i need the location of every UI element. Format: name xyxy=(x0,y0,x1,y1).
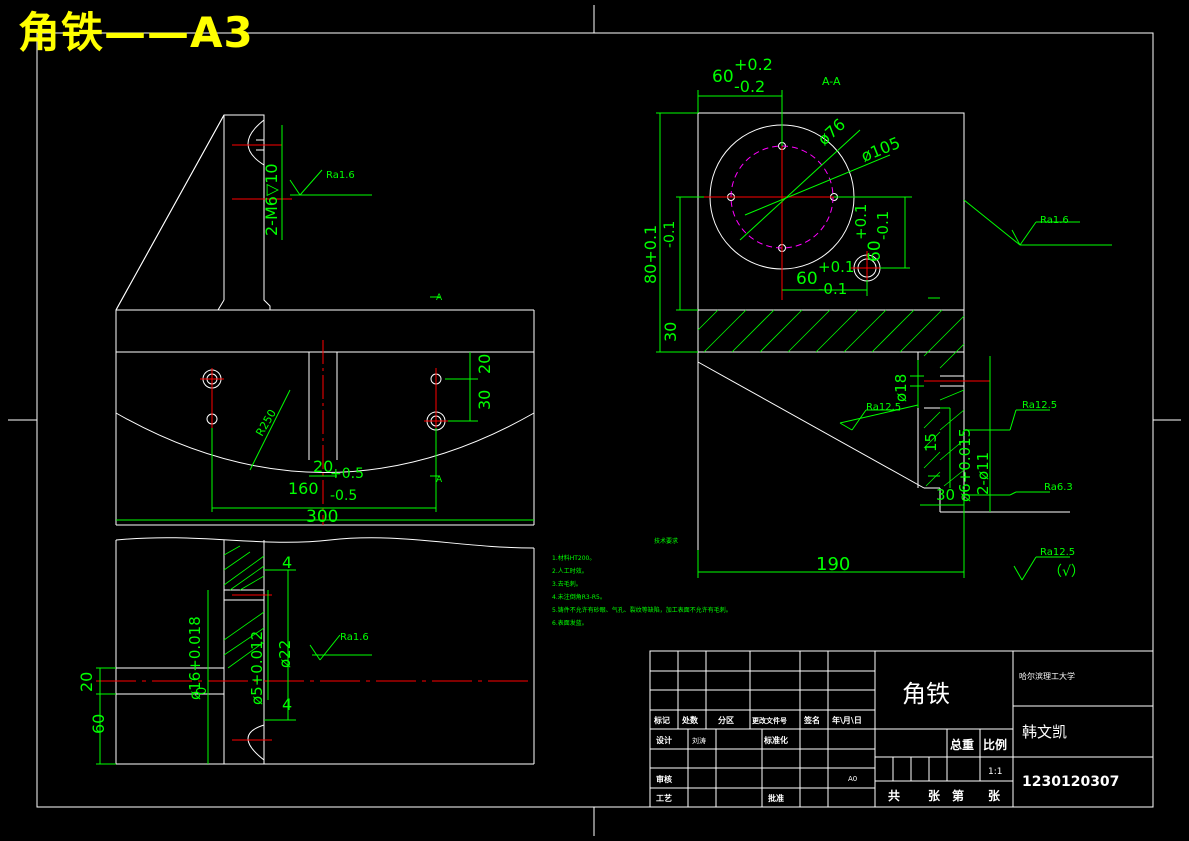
front-radius-label: R250 xyxy=(253,407,279,438)
section-dim-60: 60 xyxy=(712,67,734,87)
front-dim-20b: 20 xyxy=(313,457,333,476)
section-dim-80-low: -0.1 xyxy=(662,221,678,248)
school-name: 哈尔滨理工大学 xyxy=(1019,671,1075,681)
front-thread-label: 2-M6▽10 xyxy=(262,163,281,236)
section-dim-phi6: ø6+0.015 xyxy=(956,428,974,502)
bottom-dim-phi16: ø16+0.018 xyxy=(186,616,204,700)
section-view-hatch xyxy=(697,309,965,487)
standardize-label: 标准化 xyxy=(763,735,788,745)
front-view xyxy=(115,114,535,526)
sheets-unit-label: 张 xyxy=(928,788,941,803)
row-label: 分区 xyxy=(718,715,734,725)
scale-value: 1:1 xyxy=(988,767,1002,777)
section-dim-80: 80+0.1 xyxy=(641,225,660,284)
section-dim-60c: 60 xyxy=(865,240,885,262)
section-dim-phi18: ø18 xyxy=(892,374,910,402)
section-ra125b: Ra12.5 xyxy=(1022,400,1057,411)
total-weight-label: 总重 xyxy=(950,737,974,752)
bottom-dim-phi5: ø5+0.012 xyxy=(248,631,266,705)
section-marker-bottom: A xyxy=(436,475,443,485)
bottom-dim-phi22: ø22 xyxy=(276,640,294,668)
front-dim-160-tol: +0.5 xyxy=(330,466,364,482)
bottom-view-dimensions xyxy=(96,569,372,765)
bottom-dim-4b: 4 xyxy=(282,695,292,714)
front-dim-160-tol-low: -0.5 xyxy=(330,488,357,504)
section-marker-top: A xyxy=(436,293,443,303)
section-ra16: Ra1.6 xyxy=(1040,215,1069,226)
row-label: 标记 xyxy=(653,715,670,725)
section-dim-30b: 30 xyxy=(936,486,955,504)
bottom-view-outline xyxy=(115,537,535,765)
design-label: 设计 xyxy=(656,735,672,745)
sheet-title: 角铁——A3 xyxy=(18,8,254,57)
section-ra63: Ra6.3 xyxy=(1044,482,1073,493)
sheets-unit-label: 张 xyxy=(988,788,1001,803)
front-dim-20: 20 xyxy=(475,354,494,374)
notes-item: 3.去毛刺。 xyxy=(552,580,582,588)
row-label: 更改文件号 xyxy=(752,716,787,725)
row-label: 签名 xyxy=(803,715,820,725)
section-view xyxy=(656,90,1112,581)
section-ra125c: Ra12.5 xyxy=(1040,547,1075,558)
notes-item: 5.铸件不允许有砂眼、气孔、裂纹等缺陷，加工表面不允许有毛刺。 xyxy=(552,606,732,614)
notes-item: 6.表面发蓝。 xyxy=(552,619,588,627)
section-dim-190: 190 xyxy=(816,554,850,575)
section-dim-60c-low: -0.1 xyxy=(874,211,892,240)
part-name: 角铁 xyxy=(902,680,950,708)
student-id: 1230120307 xyxy=(1022,774,1119,790)
review-label: 审核 xyxy=(656,774,672,784)
sheet-code: A0 xyxy=(848,775,857,783)
section-view-dimensions xyxy=(656,90,1112,581)
front-roughness-label: Ra1.6 xyxy=(326,170,355,181)
section-view-centerlines xyxy=(704,120,990,382)
bottom-dim-20: 20 xyxy=(77,672,96,692)
section-ra125a: Ra12.5 xyxy=(866,402,901,413)
notes-list: 1.材料HT200。 2.人工时效。 3.去毛刺。 4.未注倒角R3-R5。 5… xyxy=(552,554,732,627)
section-dim-60-low: -0.2 xyxy=(734,77,765,96)
notes-item: 2.人工时效。 xyxy=(552,567,588,575)
title-block xyxy=(649,650,1154,808)
front-dim-300: 300 xyxy=(306,507,338,527)
section-dim-60b-up: +0.1 xyxy=(818,258,854,276)
section-dim-phi76: ø76 xyxy=(814,115,849,149)
section-view-outline xyxy=(697,112,1070,578)
section-label: A-A xyxy=(822,75,841,88)
bottom-dim-60: 60 xyxy=(89,714,108,734)
section-dim-60b: 60 xyxy=(796,269,818,289)
front-dim-30: 30 xyxy=(475,390,494,410)
approve-label: 批准 xyxy=(768,793,784,803)
sheet-frame xyxy=(8,5,1181,836)
section-ra-check: （√） xyxy=(1048,564,1085,580)
front-view-centerlines xyxy=(200,144,448,525)
section-dim-30: 30 xyxy=(661,322,680,342)
bottom-dim-4a: 4 xyxy=(282,553,292,572)
bottom-view-hatch xyxy=(223,545,265,669)
designer-name: 韩文凯 xyxy=(1022,723,1067,741)
notes-item: 1.材料HT200。 xyxy=(552,554,595,562)
bottom-view xyxy=(96,537,535,765)
section-dim-60-up: +0.2 xyxy=(734,55,773,74)
sheets-current-label: 第 xyxy=(952,788,964,803)
row-label: 年\月\日 xyxy=(832,715,862,725)
front-dim-160: 160 xyxy=(288,479,319,498)
bottom-view-centerlines xyxy=(96,594,534,741)
bottom-dim-phi16-low: 0 xyxy=(195,687,210,695)
design-sign: 刘涛 xyxy=(692,736,706,745)
section-dim-phi105: ø105 xyxy=(858,133,903,166)
section-dim-60c-up: +0.1 xyxy=(852,204,870,240)
section-dim-phi11: 2-ø11 xyxy=(974,452,992,495)
sheets-total-label: 共 xyxy=(888,788,900,803)
title-block-text: 角铁 哈尔滨理工大学 韩文凯 1230120307 总重 比例 1:1 标记 处… xyxy=(653,671,1119,803)
notes-heading: 技术要求 xyxy=(654,537,678,545)
section-dim-15: 15 xyxy=(922,433,940,452)
process-label: 工艺 xyxy=(656,793,672,803)
bottom-roughness-label: Ra1.6 xyxy=(340,632,369,643)
front-view-dimensions xyxy=(116,125,534,521)
notes-item: 4.未注倒角R3-R5。 xyxy=(552,593,606,601)
row-label: 处数 xyxy=(681,715,699,725)
scale-label: 比例 xyxy=(983,737,1007,752)
section-dim-60b-low: -0.1 xyxy=(818,280,847,298)
